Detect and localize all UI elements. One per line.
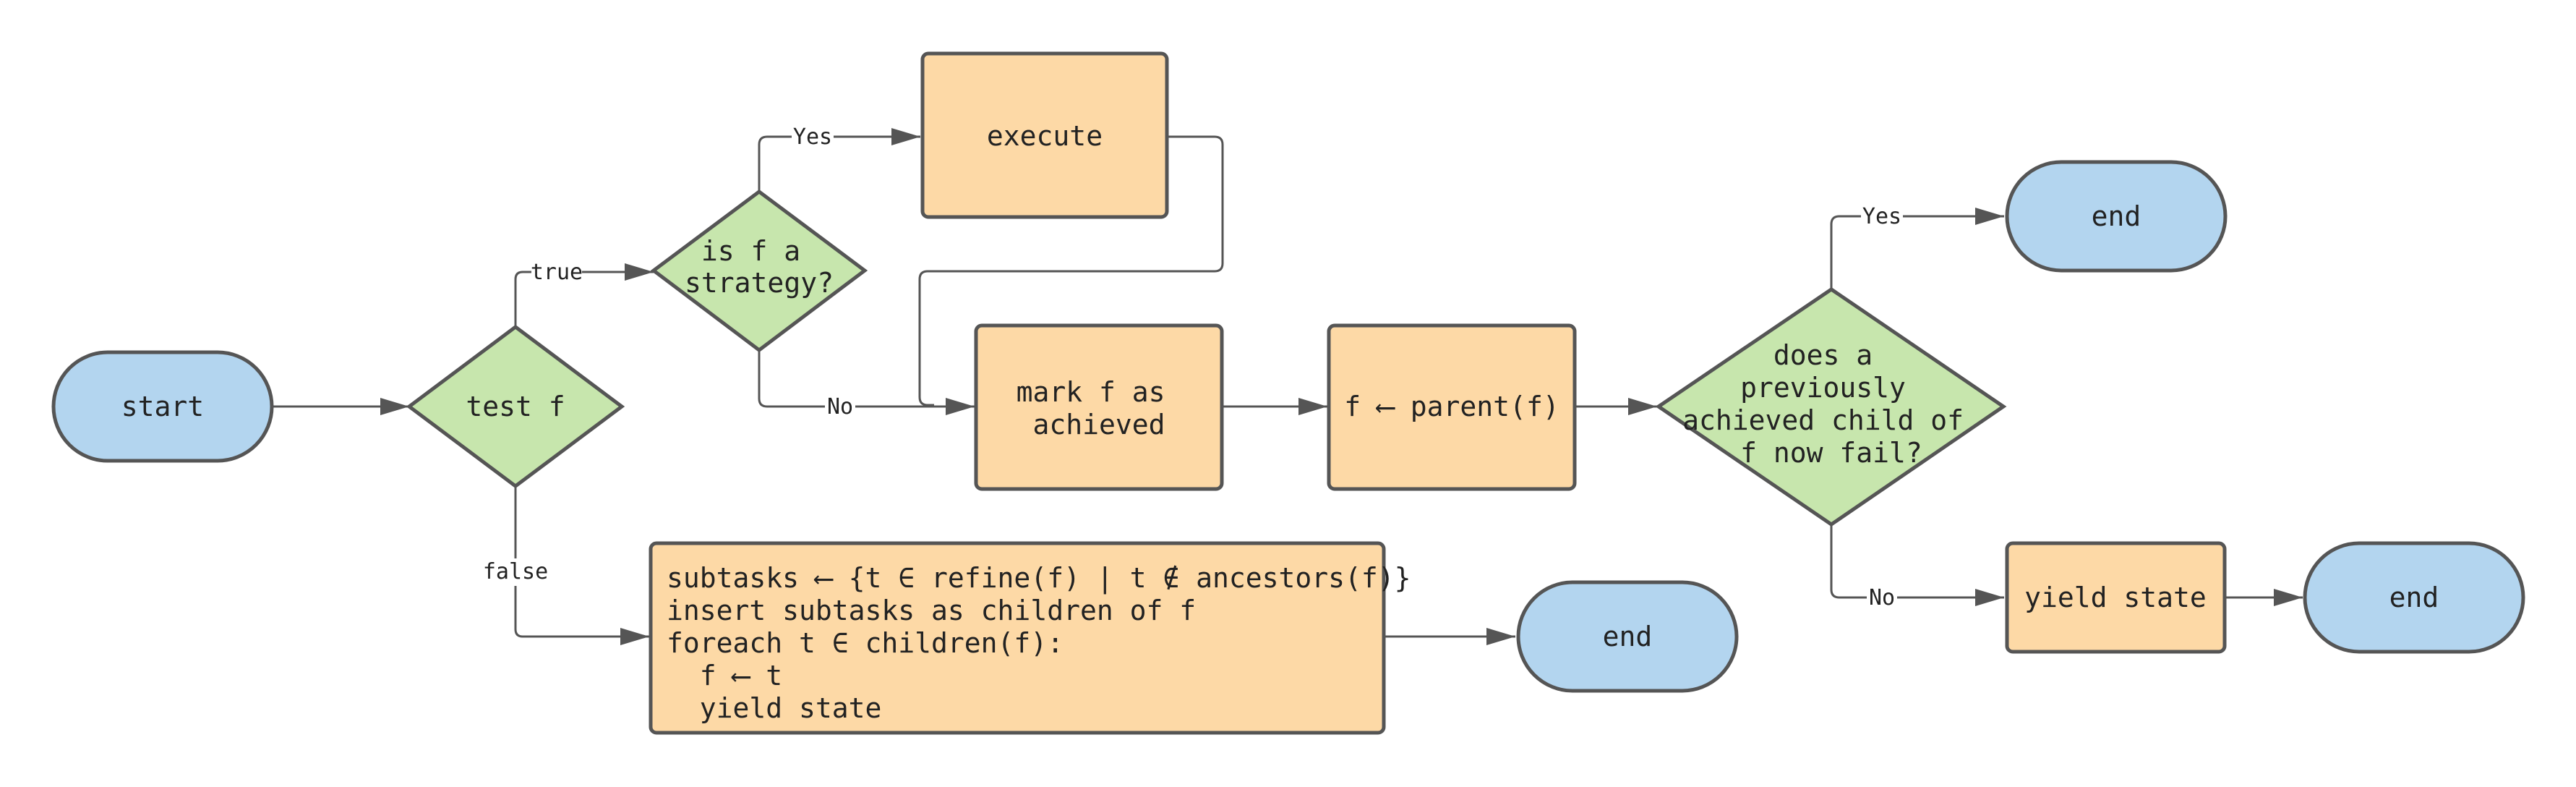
edge-label-false-group: false xyxy=(483,558,548,586)
edge-label-true-group: true xyxy=(531,259,583,285)
subtasks-label: subtasks ⟵ {t ∈ refine(f) | t ∉ ancestor… xyxy=(667,562,1411,724)
edge-label-false: false xyxy=(483,559,548,584)
does-fail-line-3: achieved child of xyxy=(1682,404,1964,436)
edge-fail-no xyxy=(1830,524,2004,606)
execute-node xyxy=(920,51,1169,219)
does-fail-line-4: f now fail? xyxy=(1740,437,1922,469)
subtasks-line-1: subtasks ⟵ {t ∈ refine(f) | t ∉ ancestor… xyxy=(667,562,1411,595)
end-right-node xyxy=(2303,541,2525,654)
start-label: start xyxy=(121,391,204,422)
is-strategy-line-1: is f a xyxy=(701,235,800,267)
edge-execute-to-mark xyxy=(918,135,1224,407)
f-parent-node xyxy=(1327,323,1577,491)
edge-label-no-mark: No xyxy=(827,394,853,420)
subtasks-line-3: foreach t ∈ children(f): xyxy=(667,627,1064,659)
start-node xyxy=(51,350,274,463)
mark-achieved-node xyxy=(974,323,1224,491)
test-f-node xyxy=(406,324,625,489)
does-fail-node xyxy=(1655,286,2007,527)
edge-fail-yes xyxy=(1830,208,2004,289)
edge-label-no-yield: No xyxy=(1869,585,1895,611)
yield-state-label: yield state xyxy=(2024,582,2207,613)
mark-achieved-line-2: achieved xyxy=(1032,409,1165,441)
edge-label-no-yield-group: No xyxy=(1867,584,1897,611)
end-right-label: end xyxy=(2389,582,2439,613)
edge-test-true xyxy=(514,263,654,327)
is-strategy-label: is f a strategy? xyxy=(685,235,834,299)
subtasks-line-2: insert subtasks as children of f xyxy=(667,595,1196,626)
f-parent-label: f ⟵ parent(f) xyxy=(1344,391,1559,422)
end-top-node xyxy=(2005,160,2228,273)
subtasks-line-4: f ⟵ t xyxy=(667,660,782,692)
execute-label: execute xyxy=(987,120,1103,152)
yield-state-node xyxy=(2005,541,2227,654)
does-fail-label: does a previously achieved child of f no… xyxy=(1682,339,1980,469)
edge-label-yes-execute-group: Yes xyxy=(792,124,834,150)
end-top-label: end xyxy=(2092,200,2141,232)
does-fail-line-2: previously xyxy=(1740,372,1906,404)
edge-label-yes-execute: Yes xyxy=(793,124,832,150)
edge-strategy-yes xyxy=(758,128,920,192)
mark-achieved-label: mark f as achieved xyxy=(1017,376,1182,441)
subtasks-line-5: yield state xyxy=(667,692,881,724)
edge-label-yes-end: Yes xyxy=(1862,204,1901,229)
edge-label-true: true xyxy=(531,260,583,285)
subtasks-node xyxy=(649,541,1386,735)
end-bottom-node xyxy=(1516,580,1739,693)
is-strategy-node xyxy=(650,189,868,353)
edge-label-no-mark-group: No xyxy=(825,394,855,420)
edge-test-false xyxy=(514,486,649,645)
test-f-label: test f xyxy=(466,391,565,422)
end-bottom-label: end xyxy=(1603,621,1653,652)
edge-label-yes-end-group: Yes xyxy=(1861,203,1903,229)
mark-achieved-line-1: mark f as xyxy=(1017,376,1165,408)
is-strategy-line-2: strategy? xyxy=(685,267,834,299)
edge-strategy-no xyxy=(758,350,975,415)
does-fail-line-1: does a xyxy=(1773,339,1873,371)
